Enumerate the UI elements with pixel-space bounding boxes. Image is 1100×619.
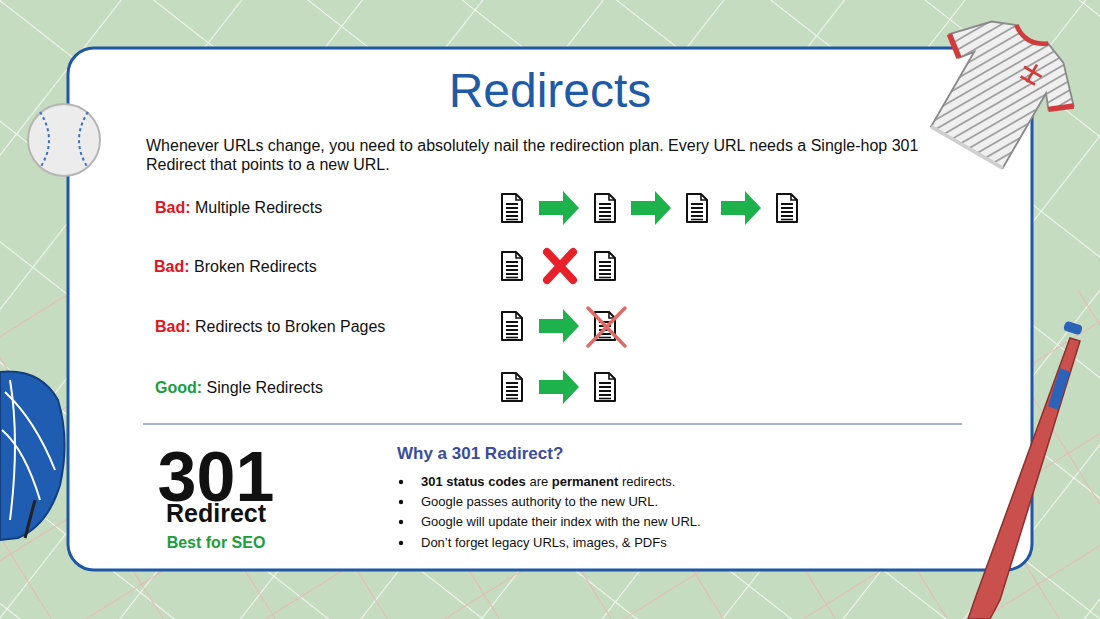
bullet-text: are [529, 474, 548, 490]
bullet-dots [399, 480, 403, 545]
status-note: Best for SEO [167, 533, 266, 552]
bullet-text: 301 status codes [421, 474, 526, 490]
single-redirect-icons [502, 370, 615, 404]
broken-page-icons [502, 312, 522, 340]
redirect-chain-icons [502, 191, 797, 225]
single-redirect-icons [502, 373, 522, 401]
verdict-label: Good: [155, 378, 202, 397]
card-panel [68, 48, 1032, 570]
intro-text: Whenever URLs change, you need to absolu… [146, 136, 961, 174]
bullet-text: permanent [552, 474, 618, 490]
glove [2, 380, 55, 520]
jersey [942, 34, 1074, 119]
baseball [28, 104, 100, 176]
baseball-bat [968, 338, 1080, 619]
redirect-chain-icons [687, 194, 707, 222]
row-label: Multiple Redirects [195, 198, 322, 217]
broken-page-icons [502, 308, 625, 346]
redirect-chain-icons [721, 191, 761, 225]
card-panel [68, 48, 1032, 570]
verdict-label: Bad: [155, 198, 191, 217]
single-redirect-icons [595, 373, 615, 401]
divider-line [143, 423, 962, 425]
row-label: Redirects to Broken Pages [195, 317, 385, 336]
divider-line [143, 424, 962, 425]
baseball-bat [1048, 368, 1070, 410]
redirect-chain-icons [539, 191, 579, 225]
bullet-dots [399, 500, 403, 504]
row-label: Single Redirects [207, 378, 324, 397]
bullet-dots [399, 520, 403, 524]
bullet-text: Google passes authority to the new URL. [421, 494, 658, 510]
glove [0, 372, 65, 540]
bullet-text: Google will update their index with the … [421, 514, 701, 530]
bullet-text: redirects. [622, 474, 675, 490]
redirect-chain-icons [631, 191, 671, 225]
broken-redirect-icons [502, 252, 522, 280]
baseball-bat [968, 320, 1083, 619]
broken-redirect-icons [595, 252, 615, 280]
section-heading: Why a 301 Redirect? [397, 444, 563, 464]
bullet-text: Don’t forget legacy URLs, images, & PDFs [421, 535, 667, 551]
baseball-bat [1063, 320, 1083, 335]
jersey [1018, 60, 1046, 88]
verdict-label: Bad: [154, 257, 190, 276]
jersey [905, 0, 1095, 183]
baseball [79, 112, 88, 168]
glove [25, 500, 35, 538]
broken-page-icons [539, 309, 579, 343]
slide-title: Redirects [449, 62, 652, 120]
jersey [931, 127, 1003, 168]
bullet-dots [399, 541, 403, 545]
broken-page-icons [588, 308, 625, 346]
verdict-label: Bad: [155, 317, 191, 336]
jersey [905, 0, 1095, 183]
baseball [28, 104, 100, 176]
broken-redirect-icons [547, 252, 573, 280]
bullet-dots [399, 480, 403, 484]
broken-redirect-icons [502, 252, 615, 280]
redirect-chain-icons [595, 194, 615, 222]
redirect-chain-icons [502, 194, 522, 222]
baseball [40, 112, 49, 168]
row-label: Broken Redirects [194, 257, 317, 276]
status-name: Redirect [166, 498, 266, 528]
redirect-chain-icons [777, 194, 797, 222]
jersey [1013, 25, 1048, 49]
single-redirect-icons [539, 370, 579, 404]
glove [0, 372, 65, 540]
